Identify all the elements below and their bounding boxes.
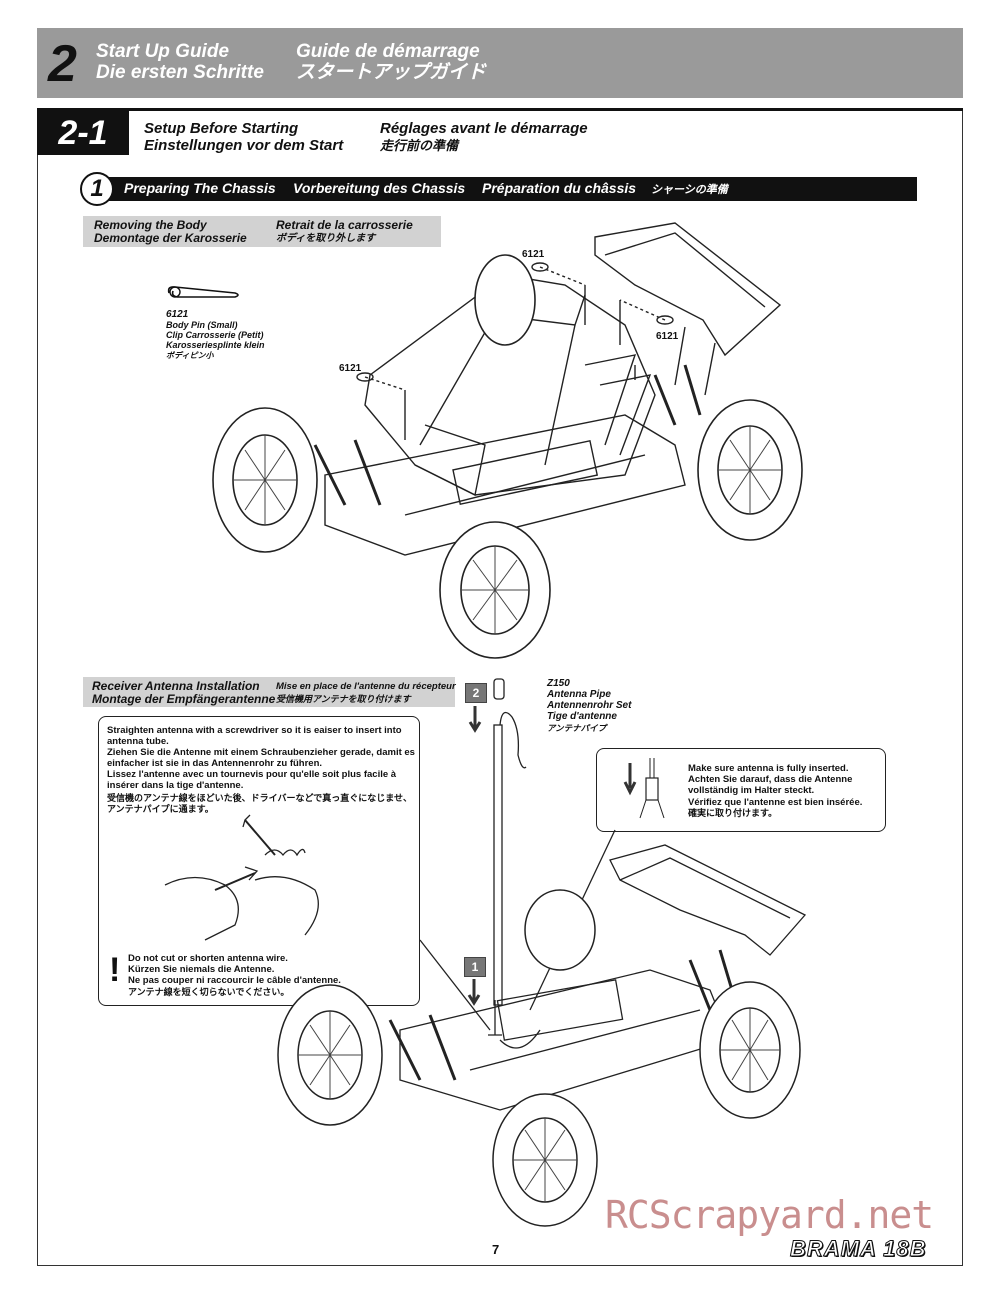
antenna-pipe-part-number: Z150 bbox=[547, 678, 570, 689]
step-title-fr: Préparation du châssis bbox=[482, 180, 637, 196]
step-title-ja: シャーシの準備 bbox=[651, 184, 728, 196]
antenna-pipe-name-en: Antenna Pipe bbox=[547, 689, 611, 700]
antenna-pipe-name-de: Antennenrohr Set bbox=[547, 700, 632, 711]
chapter-title-ja: スタートアップガイド bbox=[296, 62, 487, 83]
hands-screwdriver-illustration bbox=[164, 814, 319, 941]
buggy-body-removal-illustration bbox=[212, 222, 803, 659]
insert-check-box bbox=[596, 748, 886, 832]
step-title-de: Vorbereitung des Chassis bbox=[293, 180, 466, 196]
section-number: 2-1 bbox=[37, 111, 129, 155]
antenna-install-title-ja: 受信機用アンテナを取り付けます bbox=[276, 694, 411, 704]
chapter-title-de: Die ersten Schritte bbox=[96, 62, 264, 83]
straighten-antenna-box bbox=[98, 716, 420, 1006]
body-pin-name-ja: ボディピン小 bbox=[166, 351, 214, 360]
antenna-install-title-de: Montage der Empfängerantenne bbox=[92, 692, 276, 706]
warning-note-en: Do not cut or shorten antenna wire. bbox=[128, 953, 288, 964]
insert-note-en: Make sure antenna is fully inserted. bbox=[688, 763, 849, 774]
body-pin-name-en: Body Pin (Small) bbox=[166, 320, 238, 330]
section-title-en: Setup Before Starting bbox=[144, 120, 299, 137]
removing-body-title-fr: Retrait de la carrosserie bbox=[276, 218, 413, 232]
page-number: 7 bbox=[492, 1242, 500, 1257]
removing-body-title-ja: ボディを取り外します bbox=[276, 233, 376, 244]
removing-body-header bbox=[83, 216, 441, 247]
antenna-insert-detail-icon bbox=[623, 758, 665, 819]
watermark: RCScrapyard.net bbox=[605, 1193, 934, 1237]
down-arrow-icon bbox=[468, 706, 482, 733]
straighten-note-ja: 受信機のアンテナ線をほどいた後、ドライバーなどで真っ直ぐになじませ、アンテナパイ… bbox=[107, 793, 413, 814]
callout-6121-right: 6121 bbox=[656, 331, 679, 342]
antenna-pipe-illustration bbox=[493, 678, 527, 1006]
section-title-fr: Réglages avant le démarrage bbox=[380, 120, 588, 137]
section-title-de: Einstellungen vor dem Start bbox=[144, 137, 344, 154]
body-pin-name-de: Karosseriesplinte klein bbox=[166, 340, 265, 350]
step-title-en: Preparing The Chassis bbox=[124, 180, 276, 196]
insert-note-de: Achten Sie darauf, dass die Antenne voll… bbox=[688, 774, 853, 796]
antenna-install-header bbox=[83, 677, 455, 707]
body-pin-part-number: 6121 bbox=[166, 309, 189, 320]
removing-body-title-en: Removing the Body bbox=[94, 218, 207, 232]
straighten-note-de: Ziehen Sie die Antenne mit einem Schraub… bbox=[107, 747, 415, 769]
callout-6121-top: 6121 bbox=[522, 249, 545, 260]
warning-note-ja: アンテナ線を短く切らないでください。 bbox=[128, 987, 290, 997]
chapter-title-fr: Guide de démarrage bbox=[296, 41, 480, 62]
body-pin-icon bbox=[167, 286, 239, 298]
section-header-rule bbox=[37, 108, 963, 156]
insert-note-ja: 確実に取り付けます。 bbox=[688, 808, 778, 818]
antenna-install-title-en: Receiver Antenna Installation bbox=[92, 679, 260, 693]
step-tag-1: 1 bbox=[464, 957, 486, 977]
antenna-pipe-name-ja: アンテナパイプ bbox=[547, 723, 607, 733]
brand-logo: BRAMA 18B bbox=[790, 1236, 927, 1262]
down-arrow-icon bbox=[467, 979, 481, 1006]
insert-note-fr: Vérifiez que l'antenne est bien insérée. bbox=[688, 797, 863, 808]
chapter-header-bar bbox=[37, 28, 963, 98]
body-pin-name-fr: Clip Carrosserie (Petit) bbox=[166, 330, 264, 340]
warning-note-de: Kürzen Sie niemals die Antenne. bbox=[128, 964, 275, 975]
buggy-antenna-installed-illustration bbox=[277, 829, 807, 1227]
callout-6121-left: 6121 bbox=[339, 363, 362, 374]
step-number: 1 bbox=[80, 172, 114, 206]
step-tag-2: 2 bbox=[465, 683, 487, 703]
section-title-ja: 走行前の準備 bbox=[380, 138, 459, 153]
antenna-install-title-fr: Mise en place de l'antenne du récepteur bbox=[276, 681, 456, 692]
step-header-bar bbox=[96, 177, 917, 201]
chapter-title-en: Start Up Guide bbox=[96, 41, 230, 62]
antenna-pipe-name-fr: Tige d'antenne bbox=[547, 711, 617, 722]
removing-body-title-de: Demontage der Karosserie bbox=[94, 231, 247, 245]
page-frame bbox=[37, 108, 963, 1266]
straighten-note-fr: Lissez l'antenne avec un tournevis pour … bbox=[107, 769, 397, 791]
warning-note-fr: Ne pas couper ni raccourcir le câble d'a… bbox=[128, 975, 341, 986]
chapter-number: 2 bbox=[48, 35, 77, 93]
exclamation-icon: ! bbox=[109, 951, 121, 989]
straighten-note-en: Straighten antenna with a screwdriver so… bbox=[107, 725, 402, 747]
